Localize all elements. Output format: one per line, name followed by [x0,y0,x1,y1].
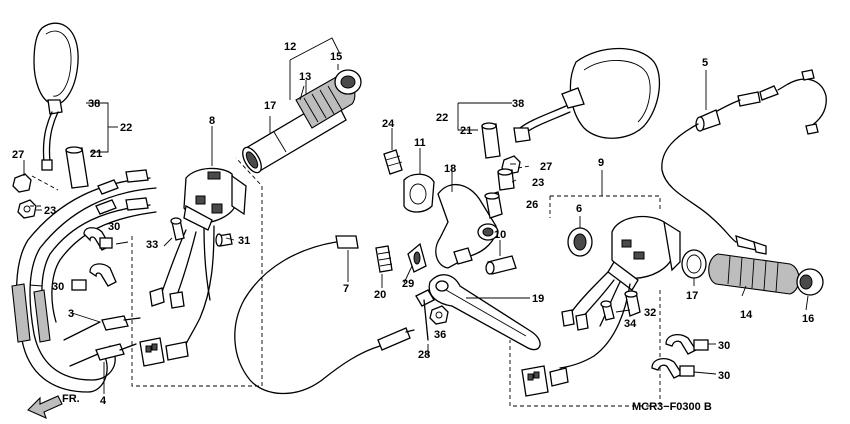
screw-31 [215,233,233,247]
screw-32 [624,290,641,317]
pivot-bolt-10 [485,255,517,275]
grip-14 [708,253,800,295]
nut-23-left [17,199,37,219]
label-32: 32 [644,307,656,319]
label-21-right: 21 [460,125,472,137]
label-33: 33 [146,239,158,251]
label-14: 14 [740,309,753,321]
label-30-upper-right: 30 [718,340,730,352]
callout-labels: 38 22 21 27 23 8 12 17 13 15 30 30 33 31… [12,41,814,413]
label-28: 28 [418,349,430,361]
label-16: 16 [802,313,814,325]
label-38-right: 38 [512,98,524,110]
mirror-boot-21-right [481,122,501,159]
label-30-lower-right: 30 [718,370,730,382]
label-30-lower-left: 30 [52,281,64,293]
label-30-upper-left: 30 [108,221,120,233]
label-7: 7 [343,283,349,295]
clamp-30-lower-left [71,263,117,291]
cap-15 [334,69,362,95]
label-34: 34 [624,318,637,330]
label-18: 18 [444,163,456,175]
mirror-boot-21-left [65,146,89,189]
label-36: 36 [434,329,446,341]
clamp-30-upper-right [665,333,709,355]
nut-27-left [12,173,32,193]
left-handlebar-switch-8 [139,167,247,367]
label-27-right: 27 [540,161,552,173]
label-22-right: 22 [436,112,448,124]
nut-36 [429,305,449,325]
holder-11 [403,173,435,213]
label-27-left: 27 [12,149,24,161]
label-26: 26 [526,199,538,211]
label-23-left: 23 [44,205,56,217]
ring-17 [681,249,707,279]
label-17-left: 17 [264,100,276,112]
bolt-24 [383,149,403,175]
left-mirror [33,22,79,171]
right-handlebar-switch-9 [521,215,681,397]
label-31: 31 [238,235,250,247]
throttle-grip-13 [242,75,356,174]
clamp-30-lower-right [651,357,695,379]
label-17-right: 17 [686,290,698,302]
bolt-23-right [497,168,515,191]
boot-6 [567,227,593,257]
diagram-code: MCR3−F0300 B [632,401,712,413]
label-3: 3 [68,308,74,320]
screw-33 [170,217,185,241]
label-13: 13 [299,71,311,83]
label-23-right: 23 [532,177,544,189]
label-10: 10 [494,229,506,241]
label-12: 12 [284,41,296,53]
label-29: 29 [402,278,414,290]
label-19: 19 [532,293,544,305]
label-15: 15 [330,51,342,63]
clamp-30-upper-left [83,227,113,251]
label-5: 5 [702,57,708,69]
label-38-left: 38 [88,98,100,110]
throttle-cable-7 [234,235,415,395]
cable-3-4 [11,169,157,393]
label-24: 24 [382,118,395,130]
label-8: 8 [209,115,215,127]
right-mirror [513,47,661,143]
screw-34 [600,300,615,321]
label-22-left: 22 [120,122,132,134]
spring-28 [415,289,435,341]
label-9: 9 [598,157,604,169]
front-direction-arrow [27,395,63,420]
label-6: 6 [576,203,582,215]
label-11: 11 [414,137,426,149]
label-21-left: 21 [90,148,102,160]
clutch-lever-19 [428,274,541,351]
lever-perch-18 [435,183,499,269]
label-4: 4 [100,395,107,407]
choke-cable-5 [661,69,827,255]
bolt-26 [484,191,503,219]
leader-lines [23,64,809,375]
end-cap-16 [796,268,824,296]
front-label: FR. [62,393,80,405]
label-20: 20 [374,289,386,301]
bolt-20 [375,245,393,273]
